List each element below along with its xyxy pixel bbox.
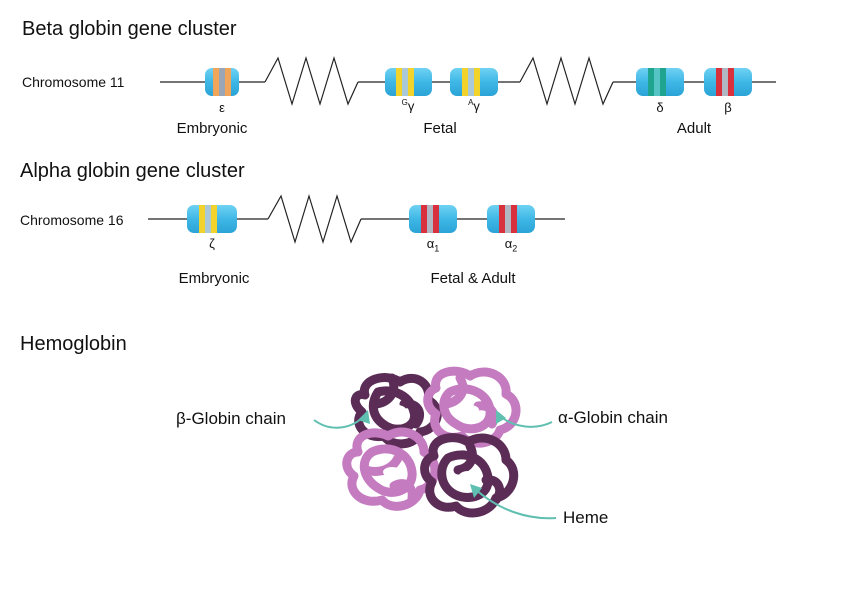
beta-cluster-line	[160, 55, 776, 107]
alpha-chain-top-right	[423, 366, 521, 448]
heme-label: Heme	[563, 508, 609, 527]
heme-arrow	[473, 487, 557, 520]
gene-label-epsilon: ε	[219, 100, 225, 115]
gene-g-gamma	[385, 68, 432, 96]
chromosome-16-label: Chromosome 16	[20, 212, 124, 228]
alpha-globin-chain-label: α-Globin chain	[558, 408, 668, 427]
beta-chain-top-left	[350, 373, 442, 449]
gene-label-alpha2: α2	[504, 236, 518, 254]
beta-cluster-title: Beta globin gene cluster	[22, 18, 237, 40]
gene-beta	[704, 68, 752, 96]
chromosome-11-label: Chromosome 11	[22, 74, 125, 90]
arrow-heads	[358, 410, 506, 498]
gene-label-zeta: ζ	[209, 236, 215, 251]
gene-a-gamma	[450, 68, 498, 96]
group-label-adult: Adult	[676, 120, 712, 137]
beta-globin-chain-label: β-Globin chain	[176, 409, 286, 428]
group-label-embryonic-beta: Embryonic	[176, 120, 248, 137]
hemoglobin-title: Hemoglobin	[20, 333, 127, 355]
group-label-fetal-adult: Fetal & Adult	[430, 270, 516, 287]
gene-label-g-gamma: Gγ	[401, 98, 415, 114]
group-label-fetal: Fetal	[423, 120, 457, 137]
gene-label-delta: δ	[656, 100, 664, 115]
heme-groups	[383, 405, 479, 481]
beta-chain-bottom-right	[420, 433, 519, 518]
alpha-chain-bottom-left	[342, 427, 440, 511]
group-label-embryonic-alpha: Embryonic	[178, 270, 250, 287]
alpha-cluster-title: Alpha globin gene cluster	[20, 160, 245, 182]
gene-zeta	[187, 205, 237, 233]
gene-label-alpha1: α1	[426, 236, 440, 254]
hemoglobin-illustration	[342, 366, 521, 518]
gene-alpha1	[409, 205, 457, 233]
gene-delta	[636, 68, 684, 96]
gene-label-beta: β	[724, 100, 732, 115]
gene-label-a-gamma: Aγ	[468, 98, 480, 114]
gene-epsilon	[205, 68, 239, 96]
alpha-cluster-line	[148, 193, 565, 245]
gene-alpha2	[487, 205, 535, 233]
